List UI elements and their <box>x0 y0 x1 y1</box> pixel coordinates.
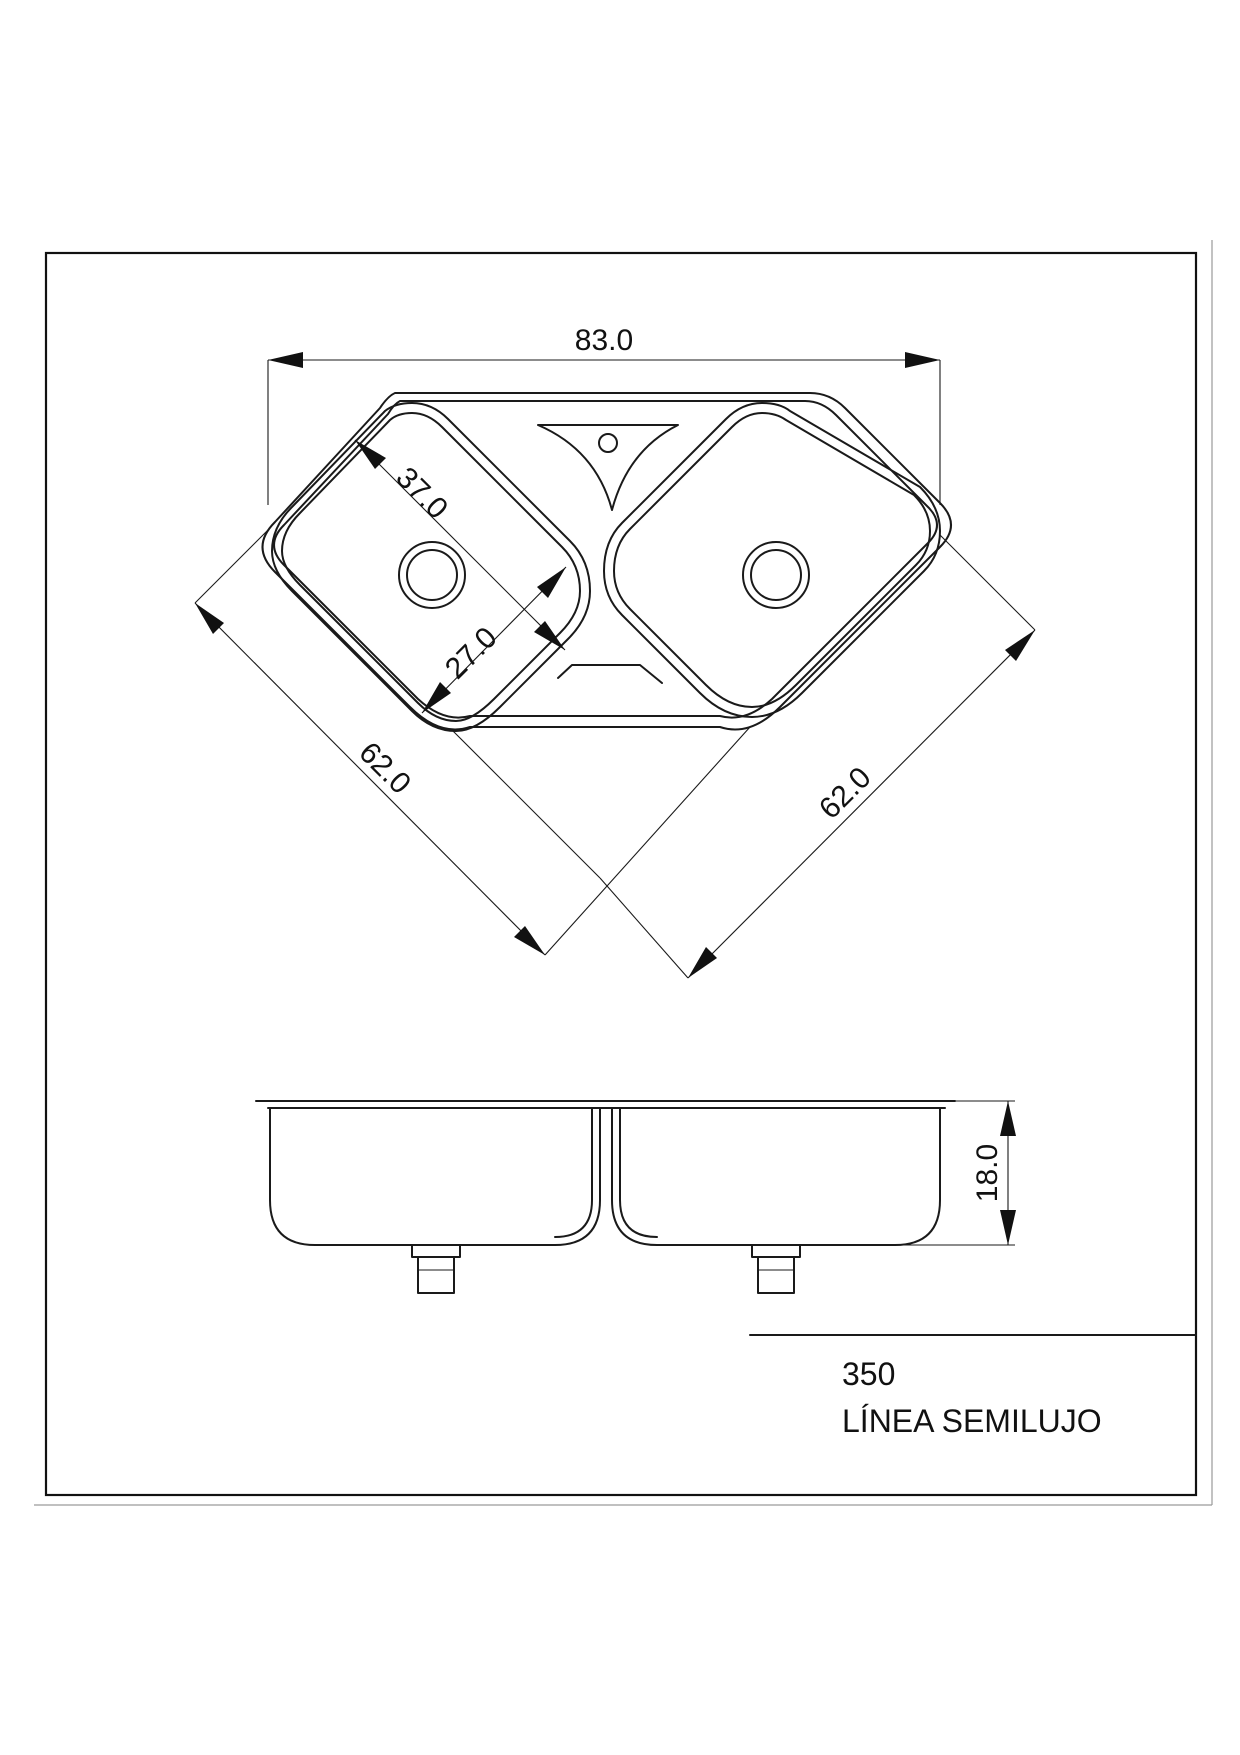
side-right-drain-pipe <box>757 1256 795 1294</box>
side-left-bowl-inner <box>554 1107 593 1238</box>
dim-37-arrow-a <box>355 440 386 469</box>
dim-83-label: 83.0 <box>575 324 633 357</box>
left-drain-outer <box>398 541 466 609</box>
dim-18-arrow-bottom <box>1000 1210 1016 1245</box>
side-right-drain-flange <box>751 1244 801 1258</box>
faucet-hole <box>598 433 618 453</box>
sink-outer-rim <box>261 392 952 731</box>
right-bowl <box>603 402 941 718</box>
dim-62-left-ext-b <box>544 726 751 956</box>
dim-83-arrow-left <box>268 352 303 368</box>
dim-62-left-arrow-b <box>514 926 545 955</box>
dim-27-arrow-a <box>422 682 451 713</box>
dim-18-label: 18.0 <box>971 1144 1004 1202</box>
top-view: 83.0 37.0 27.0 62.0 62.0 <box>194 324 1036 979</box>
dim-62-right-label: 62.0 <box>813 761 878 826</box>
faucet-plate <box>537 424 679 511</box>
left-drain-inner <box>406 549 458 601</box>
side-left-drain-flange <box>411 1244 461 1258</box>
left-bowl <box>271 402 591 732</box>
dim-62-left-line <box>194 602 546 956</box>
dim-83-arrow-right <box>905 352 940 368</box>
dim-27-label: 27.0 <box>439 621 504 686</box>
dim-62-left-ext-a <box>194 529 269 604</box>
dim-62-left-arrow-a <box>195 603 224 634</box>
title-model-number: 350 <box>842 1356 895 1392</box>
right-drain-outer <box>742 541 810 609</box>
dim-62-right-arrow-b <box>688 947 717 978</box>
center-divider <box>557 664 663 684</box>
dim-37-line <box>354 439 566 651</box>
dim-62-right-line <box>687 629 1036 979</box>
right-drain-inner <box>750 549 802 601</box>
dim-18-arrow-top <box>1000 1101 1016 1136</box>
title-product-line: LÍNEA SEMILUJO <box>842 1403 1102 1439</box>
dim-27-arrow-b <box>537 567 566 598</box>
side-right-bowl-inner <box>619 1107 658 1238</box>
title-block: 350 LÍNEA SEMILUJO <box>749 1334 1197 1439</box>
side-view: 18.0 <box>255 1100 1016 1294</box>
drawing-frame <box>44 251 1198 1497</box>
dim-62-right-ext-b <box>599 877 689 979</box>
right-bowl-inner <box>613 412 931 708</box>
side-left-drain-pipe <box>417 1256 455 1294</box>
dim-62-right-ext-a <box>939 534 1036 631</box>
dim-37-label: 37.0 <box>389 461 454 526</box>
dim-62-right-arrow-a <box>1005 630 1035 661</box>
dim-62-left-ext-c <box>451 729 601 879</box>
dim-37-arrow-b <box>534 621 565 650</box>
sink-outer-rim-inner <box>273 400 938 719</box>
side-left-bowl <box>269 1107 601 1246</box>
dim-62-left-label: 62.0 <box>352 736 417 801</box>
left-bowl-inner <box>281 412 581 722</box>
side-right-bowl <box>611 1107 941 1246</box>
